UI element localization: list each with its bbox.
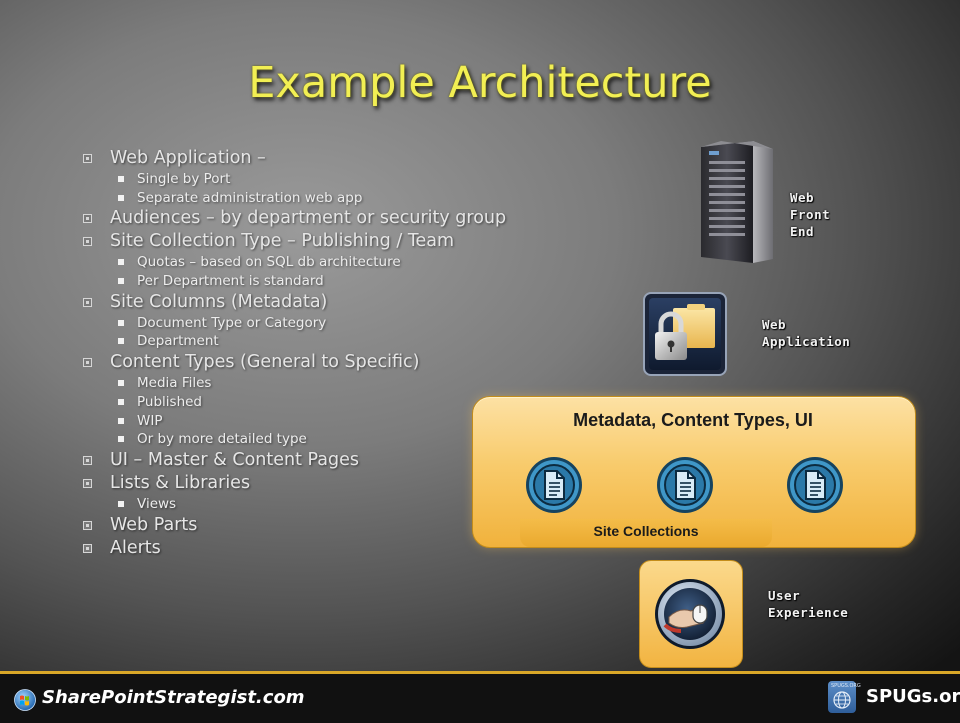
bullet-text: Audiences – by department or security gr… bbox=[110, 208, 507, 229]
sub-bullet-text: Document Type or Category bbox=[137, 314, 327, 331]
bullet-item: Site Columns (Metadata) bbox=[83, 291, 530, 314]
square-bullet-icon bbox=[83, 358, 92, 368]
bullet-item: UI – Master & Content Pages bbox=[83, 449, 530, 472]
square-bullet-icon bbox=[83, 478, 92, 488]
small-square-bullet-icon bbox=[118, 194, 124, 201]
server-icon bbox=[701, 141, 773, 263]
site-collections-tab bbox=[520, 519, 772, 547]
square-bullet-icon bbox=[83, 154, 92, 163]
panel-title: Metadata, Content Types, UI bbox=[573, 410, 813, 430]
document-icon bbox=[787, 457, 843, 513]
bullet-item: Alerts bbox=[83, 537, 530, 560]
sub-bullet-text: Views bbox=[137, 495, 177, 512]
bullet-item: Web Application – bbox=[83, 147, 530, 170]
panel-subtitle: Site Collections bbox=[593, 523, 699, 539]
bullet-item: Site Collection Type – Publishing / Team bbox=[83, 230, 530, 253]
hand-mouse-icon bbox=[655, 579, 725, 649]
sub-bullet-text: Media Files bbox=[137, 375, 212, 392]
sub-bullet-text: Quotas – based on SQL db architecture bbox=[137, 254, 401, 271]
square-bullet-icon bbox=[83, 455, 92, 465]
sub-bullet-item: Published bbox=[118, 393, 530, 412]
sub-bullet-item: Separate administration web app bbox=[118, 189, 530, 208]
footer-spugs-name: SPUGs.org bbox=[866, 686, 960, 707]
square-bullet-icon bbox=[83, 214, 92, 224]
bullet-text: Site Columns (Metadata) bbox=[110, 291, 328, 312]
small-square-bullet-icon bbox=[118, 417, 124, 424]
bullet-text: Web Application – bbox=[110, 148, 266, 168]
small-square-bullet-icon bbox=[118, 259, 124, 266]
bullet-text: Content Types (General to Specific) bbox=[110, 352, 420, 373]
small-square-bullet-icon bbox=[118, 176, 124, 182]
footer-bar bbox=[0, 674, 960, 723]
sub-bullet-item: Views bbox=[118, 495, 530, 514]
small-square-bullet-icon bbox=[118, 319, 124, 326]
sub-bullet-item: Per Department is standard bbox=[118, 272, 530, 291]
small-square-bullet-icon bbox=[118, 338, 124, 345]
document-icon bbox=[657, 457, 713, 513]
sub-bullet-text: Published bbox=[137, 393, 202, 410]
footer-site-name: SharePointStrategist.com bbox=[42, 687, 305, 708]
bullet-item: Content Types (General to Specific) bbox=[83, 351, 530, 374]
sub-bullet-item: Single by Port bbox=[118, 170, 530, 189]
square-bullet-icon bbox=[83, 543, 92, 553]
sub-bullet-text: Per Department is standard bbox=[137, 273, 324, 290]
sub-bullet-text: WIP bbox=[137, 412, 163, 429]
windows-orb-icon bbox=[14, 689, 36, 711]
sub-bullet-text: Single by Port bbox=[137, 171, 231, 187]
small-square-bullet-icon bbox=[118, 380, 124, 387]
slide-title: Example Architecture bbox=[248, 58, 712, 108]
sub-bullet-item: Media Files bbox=[118, 374, 530, 393]
square-bullet-icon bbox=[83, 237, 92, 247]
small-square-bullet-icon bbox=[118, 500, 124, 507]
sub-bullet-item: Department bbox=[118, 332, 530, 351]
square-bullet-icon bbox=[83, 520, 92, 530]
spugs-logo-icon bbox=[828, 681, 856, 713]
sub-bullet-item: Or by more detailed type bbox=[118, 430, 530, 449]
small-square-bullet-icon bbox=[118, 436, 124, 443]
bullet-item: Audiences – by department or security gr… bbox=[83, 207, 530, 230]
document-icon bbox=[526, 457, 582, 513]
padlock-icon bbox=[643, 292, 727, 376]
bullet-text: UI – Master & Content Pages bbox=[110, 449, 360, 470]
sub-bullet-text: Separate administration web app bbox=[137, 189, 363, 206]
small-square-bullet-icon bbox=[118, 398, 124, 405]
sub-bullet-item: Quotas – based on SQL db architecture bbox=[118, 253, 530, 272]
bullet-text: Site Collection Type – Publishing / Team bbox=[110, 231, 455, 252]
footer-divider bbox=[0, 671, 960, 674]
sub-bullet-text: Department bbox=[137, 333, 219, 350]
bullet-item: Web Parts bbox=[83, 514, 530, 537]
sub-bullet-item: WIP bbox=[118, 412, 530, 431]
bullet-text: Lists & Libraries bbox=[110, 472, 251, 493]
small-square-bullet-icon bbox=[118, 278, 124, 285]
bullet-text: Web Parts bbox=[110, 514, 198, 535]
spugs-logo-text: SPUGS.ORG bbox=[831, 683, 861, 689]
square-bullet-icon bbox=[83, 297, 92, 307]
bullet-text: Alerts bbox=[110, 537, 161, 558]
bullet-item: Lists & Libraries bbox=[83, 472, 530, 495]
sub-bullet-item: Document Type or Category bbox=[118, 314, 530, 333]
sub-bullet-text: Or by more detailed type bbox=[137, 431, 307, 448]
